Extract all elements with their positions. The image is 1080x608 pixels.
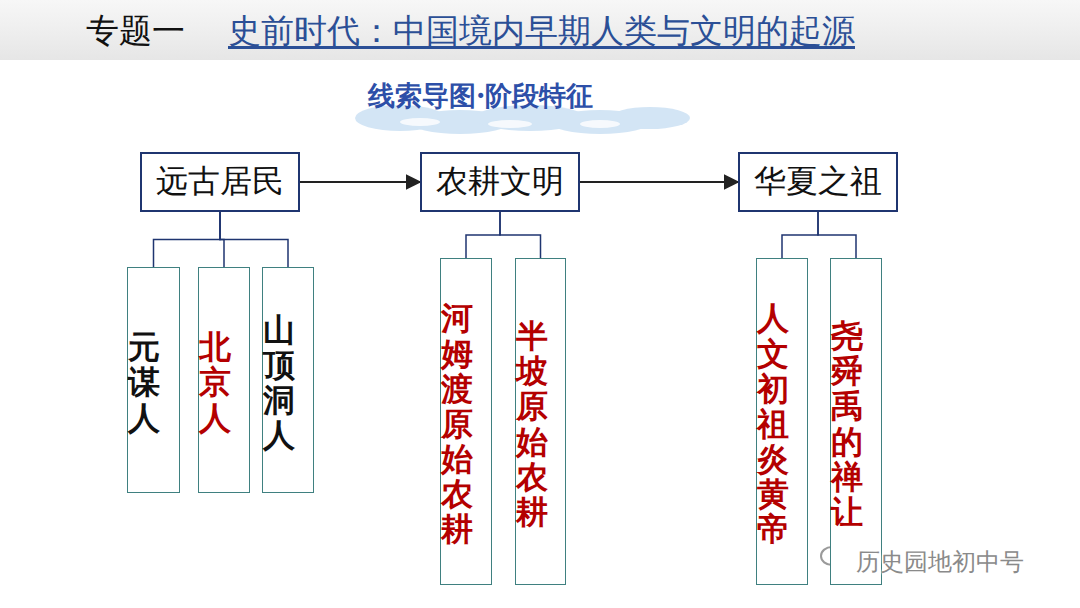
tree-line <box>466 212 500 258</box>
topic-number: 专题一 <box>86 9 185 54</box>
item-box: 尧舜禹的禅让 <box>830 258 882 585</box>
cloud-banner-highlight <box>400 118 620 128</box>
tree-line <box>782 212 818 258</box>
flow-arrow <box>580 181 738 183</box>
item-box: 山顶洞人 <box>262 267 314 493</box>
item-box: 北京人 <box>198 267 250 493</box>
node-text: 尧舜禹的禅让 <box>831 319 863 530</box>
node-text: 河姆渡原始农耕 <box>441 301 473 547</box>
node-text: 人文初祖炎黄帝 <box>757 301 789 547</box>
stage-box: 农耕文明 <box>420 152 580 212</box>
item-box: 元谋人 <box>127 267 180 493</box>
item-box: 河姆渡原始农耕 <box>440 258 492 585</box>
stage-box: 华夏之祖 <box>738 152 898 212</box>
tree-line <box>220 212 288 267</box>
node-text: 北京人 <box>199 330 231 436</box>
item-box: 半坡原始农耕 <box>515 258 566 585</box>
tree-line <box>818 212 856 258</box>
node-text: 农耕文明 <box>436 160 564 204</box>
node-text: 元谋人 <box>128 330 160 436</box>
tree-line <box>500 212 541 258</box>
watermark: 历史园地初中号 <box>856 546 1024 578</box>
node-text: 华夏之祖 <box>754 160 882 204</box>
item-box: 人文初祖炎黄帝 <box>756 258 808 585</box>
node-text: 山顶洞人 <box>263 313 295 454</box>
title-bar <box>0 0 1080 60</box>
node-text: 远古居民 <box>156 160 284 204</box>
stage-box: 远古居民 <box>140 152 300 212</box>
node-text: 半坡原始农耕 <box>516 319 548 530</box>
subtitle: 线索导图·阶段特征 <box>368 78 593 114</box>
tree-line <box>154 212 221 267</box>
title: 史前时代：中国境内早期人类与文明的起源 <box>228 9 855 54</box>
flow-arrow <box>300 181 420 183</box>
